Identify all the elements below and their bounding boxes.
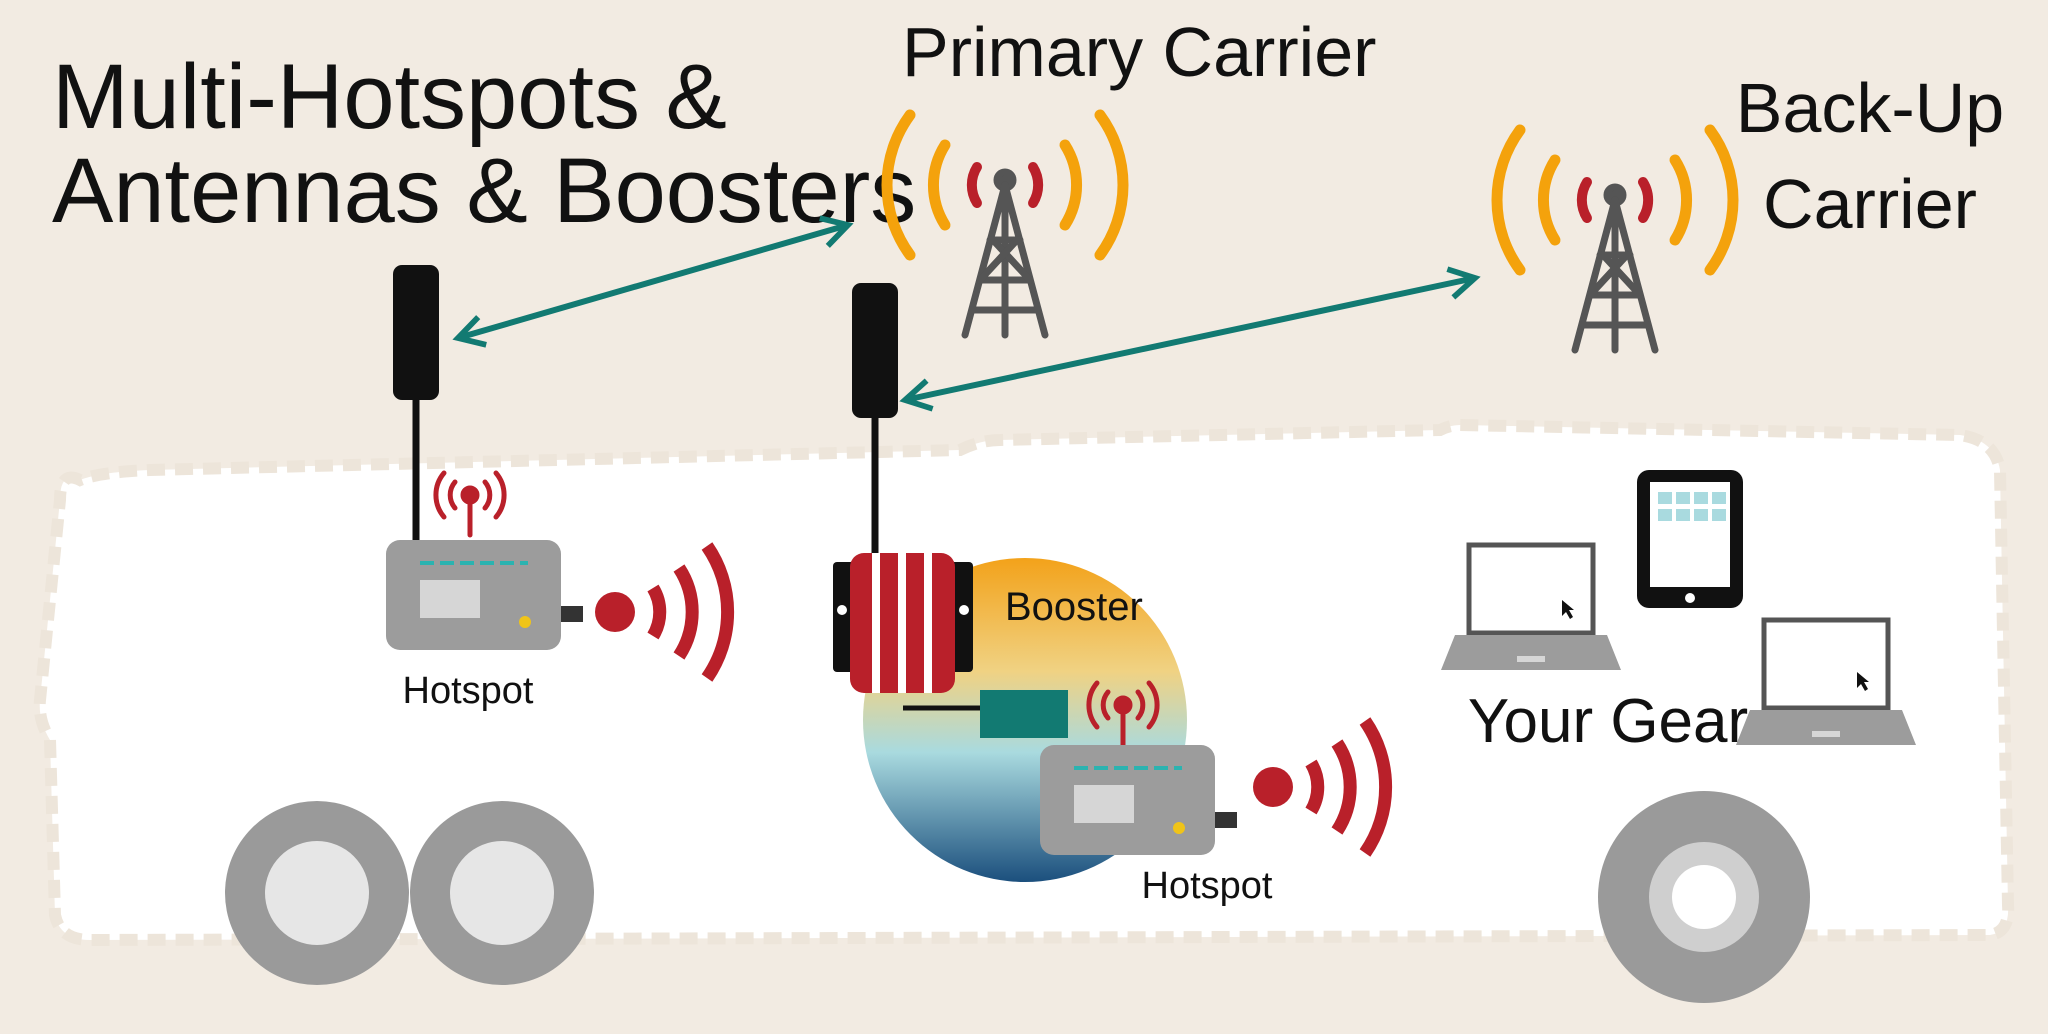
booster-device-icon — [833, 553, 973, 693]
primary-tower-icon — [881, 109, 1129, 339]
tablet-icon — [1637, 470, 1743, 608]
left-hotspot-device — [386, 540, 583, 650]
booster-cradle — [980, 690, 1068, 738]
backup-carrier-label-line-1: Back-Up — [1736, 69, 2004, 147]
laptop-left-icon — [1441, 542, 1621, 670]
backup-carrier-label-line-2: Carrier — [1763, 165, 1977, 243]
booster-antenna-icon — [852, 283, 898, 418]
laptop-right-icon — [1736, 617, 1916, 745]
rear-wheel-right-icon — [410, 801, 594, 985]
right-hotspot-label: Hotspot — [1142, 865, 1273, 907]
backup-link-arrow — [899, 266, 1481, 412]
booster-label: Booster — [1005, 585, 1143, 629]
right-wifi-signal-icon — [1253, 717, 1393, 857]
left-hotspot-broadcast-icon — [433, 470, 507, 538]
your-gear-label: Your Gear — [1468, 687, 1748, 756]
backup-tower-icon — [1491, 124, 1739, 354]
primary-carrier-label: Primary Carrier — [902, 13, 1376, 91]
left-wifi-signal-icon — [595, 542, 735, 682]
primary-link-arrow — [452, 215, 854, 348]
left-antenna-icon — [393, 265, 439, 400]
title-line-2: Antennas & Boosters — [52, 140, 916, 242]
title-line-1: Multi-Hotspots & — [52, 46, 727, 148]
left-hotspot-label: Hotspot — [403, 670, 534, 712]
front-wheel-icon — [1598, 791, 1810, 1003]
right-hotspot-device — [1040, 745, 1237, 855]
right-hotspot-broadcast-icon — [1086, 680, 1160, 748]
rear-wheel-left-icon — [225, 801, 409, 985]
